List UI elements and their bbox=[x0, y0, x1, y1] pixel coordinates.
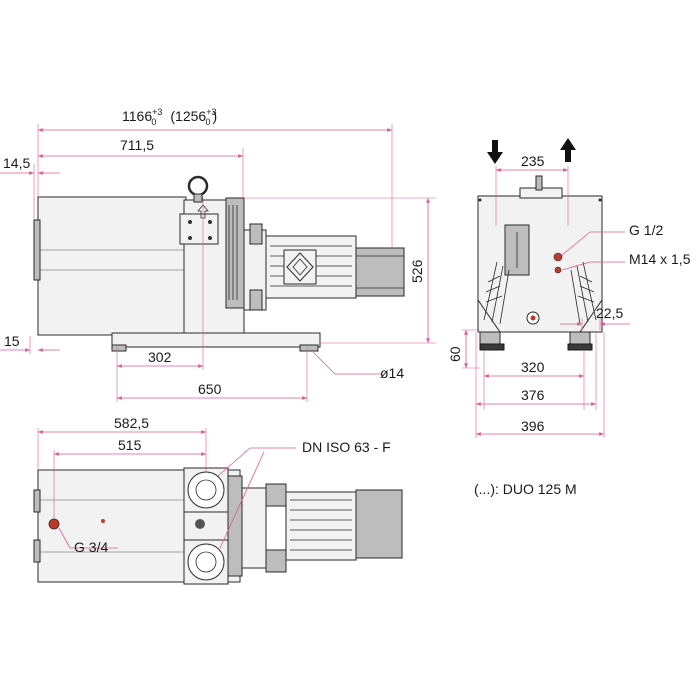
dim-650: 650 bbox=[198, 381, 222, 397]
label-m14: M14 x 1,5 bbox=[629, 251, 691, 267]
dim-14-5: 14,5 bbox=[3, 155, 30, 171]
dim-235: 235 bbox=[521, 153, 545, 169]
eye-bolt bbox=[187, 175, 209, 197]
label-g-half: G 1/2 bbox=[629, 222, 663, 238]
pump-body bbox=[37, 196, 187, 336]
dim-320: 320 bbox=[521, 359, 545, 375]
flange-outlet bbox=[187, 543, 225, 581]
dim-396: 396 bbox=[521, 418, 545, 434]
label-dn-iso: DN ISO 63 - F bbox=[302, 439, 391, 455]
label-g-three-quarter: G 3/4 bbox=[74, 539, 108, 555]
dim-526: 526 bbox=[409, 259, 425, 283]
dim-60: 60 bbox=[447, 346, 463, 362]
inlet-arrow-icon bbox=[487, 140, 503, 164]
dim-582-5: 582,5 bbox=[114, 415, 149, 431]
dim-515: 515 bbox=[118, 437, 142, 453]
port-g-three-quarter bbox=[48, 518, 60, 530]
note-duo-125: (...): DUO 125 M bbox=[474, 481, 577, 497]
outlet-arrow-icon bbox=[560, 138, 576, 162]
dim-15: 15 bbox=[4, 333, 20, 349]
dim-hole-diameter: ø14 bbox=[380, 365, 404, 381]
base-plate bbox=[111, 332, 321, 348]
dim-22-5: 22,5 bbox=[596, 305, 623, 321]
top-pump-body bbox=[37, 469, 185, 583]
top-motor bbox=[285, 491, 357, 561]
dim-302: 302 bbox=[148, 349, 172, 365]
port-g-half bbox=[553, 252, 563, 262]
port-m14 bbox=[554, 266, 562, 274]
dim-711-5: 711,5 bbox=[120, 137, 154, 153]
dim-376: 376 bbox=[521, 387, 545, 403]
top-view: 582,5 515 DN ISO 63 - F G 3/4 bbox=[33, 415, 403, 585]
front-view: 235 G 1/2 M14 x 1,5 22,5 60 320 376 396 bbox=[447, 138, 691, 438]
flange-inlet bbox=[187, 471, 225, 509]
